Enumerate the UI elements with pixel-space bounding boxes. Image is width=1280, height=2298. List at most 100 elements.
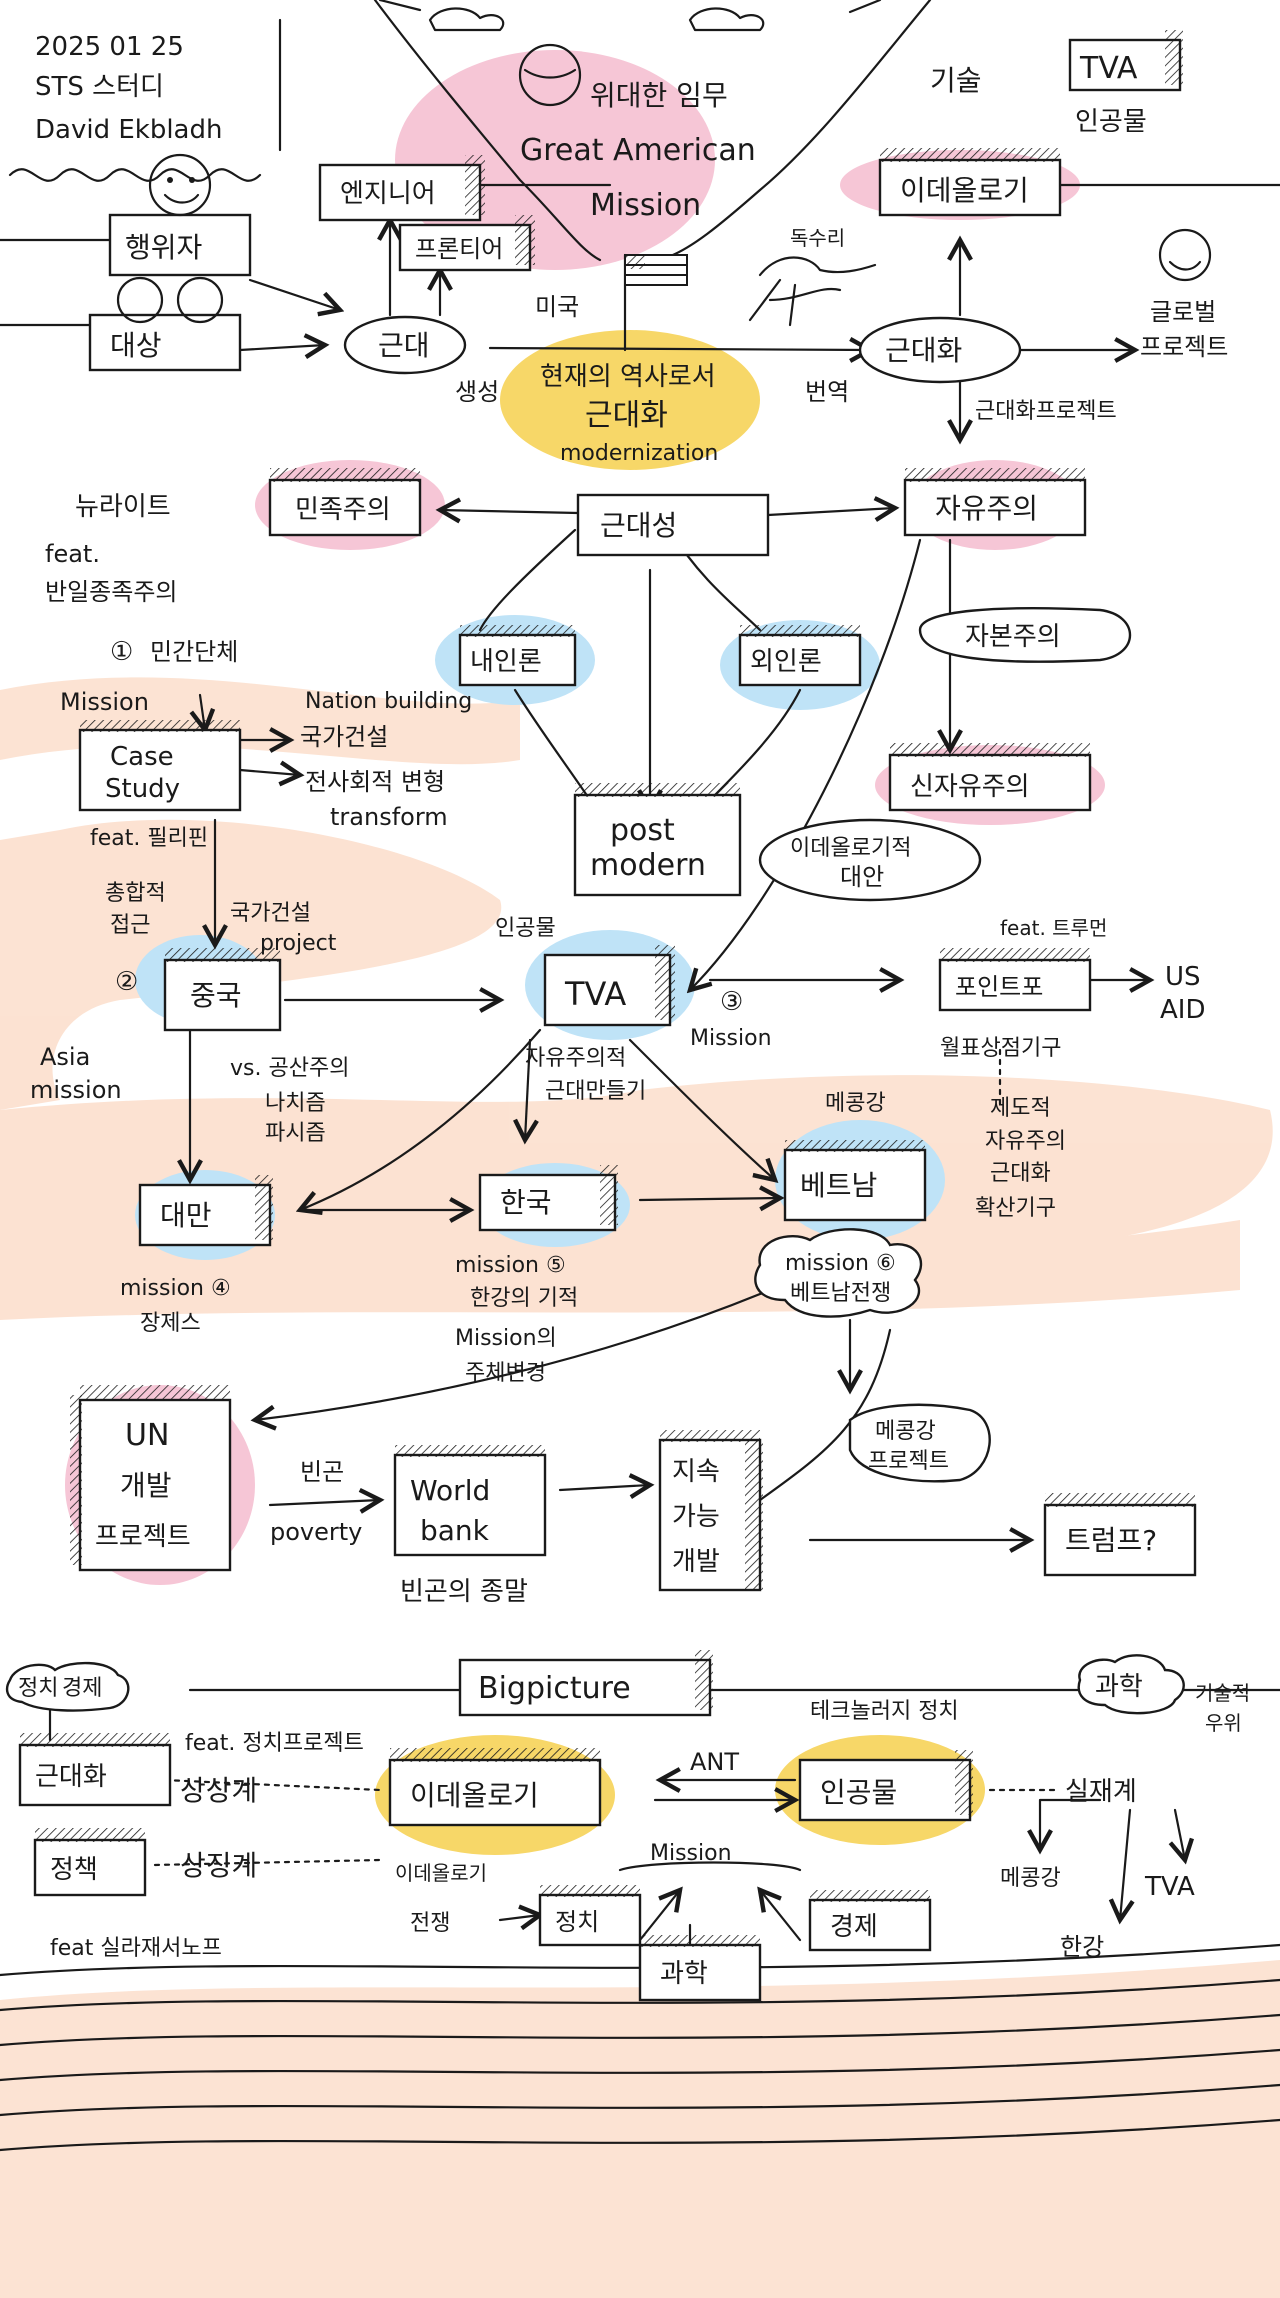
label-hangang-bottom: 한강 [1060, 1933, 1104, 1961]
label-vs3: 파시즘 [265, 1121, 326, 1146]
label-feat-philippines: feat. 필리핀 [90, 826, 208, 851]
bottom-wave-lines [0, 1943, 1280, 2152]
node-modernization-main: 현재의 역사로서 [540, 362, 716, 392]
header-study: STS 스터디 [35, 72, 164, 102]
label-poverty-en: poverty [270, 1518, 362, 1546]
label-mission3: Mission [690, 1026, 772, 1051]
node-global-project1: 글로벌 [1150, 298, 1216, 326]
label-mission3-num: ③ [720, 987, 743, 1017]
node-neoliberalism: 신자유주의 [910, 772, 1030, 802]
label-ideology-war1: 이데올로기 [395, 1861, 487, 1885]
node-case-study2: Study [105, 774, 180, 804]
node-capitalism: 자본주의 [965, 622, 1061, 652]
label-ant: ANT [690, 1748, 739, 1776]
node-china: 중국 [190, 979, 242, 1012]
node-big-picture: Bigpicture [478, 1671, 631, 1706]
label-nation-building-ko: 국가건설 [300, 723, 388, 751]
label-chiang: 장제스 [140, 1311, 201, 1336]
node-un-dev3: 프로젝트 [95, 1522, 191, 1552]
node-mission1-en: Mission [60, 688, 149, 716]
node-trump: 트럼프? [1065, 1524, 1157, 1557]
node-engineer: 엔지니어 [340, 179, 436, 209]
node-internal: 내인론 [470, 647, 542, 677]
node-sustainable3: 개발 [672, 1547, 720, 1577]
node-sustainable2: 가능 [672, 1502, 720, 1532]
node-sustainable1: 지속 [672, 1457, 720, 1487]
label-mission-bottom: Mission [650, 1841, 732, 1866]
label-tech-feat1: 기술적 [1195, 1681, 1250, 1705]
label-mission4: mission ④ [120, 1276, 231, 1301]
node-vietnam: 베트남 [800, 1169, 877, 1202]
label-mekong-bottom: 메콩강 [1000, 1866, 1061, 1891]
node-science-box: 과학 [660, 1959, 708, 1989]
node-target: 대상 [110, 329, 162, 362]
label-symbolic: 상징계 [180, 1849, 257, 1882]
node-policy: 정책 [50, 1855, 98, 1885]
node-liberalism: 자유주의 [935, 492, 1038, 525]
label-modernization-project: 근대화프로젝트 [975, 399, 1117, 424]
label-prosper: 번역 [805, 378, 849, 406]
node-mission1-num: ① [110, 637, 133, 667]
node-politics-econ1: 정치 [18, 1676, 58, 1701]
label-usaid2: AID [1160, 995, 1205, 1025]
label-national-project1: 국가건설 [230, 901, 311, 926]
header-author: David Ekbladh [35, 115, 222, 145]
label-vs1: vs. 공산주의 [230, 1056, 349, 1081]
label-asia-mission1: Asia [40, 1043, 90, 1071]
node-ideology-top: 이데올로기 [900, 174, 1029, 207]
label-creation: 생성 [455, 378, 499, 406]
node-agent: 행위자 [125, 231, 202, 264]
label-poverty-ko: 빈곤 [300, 1458, 344, 1486]
mission-title-en1: Great American [520, 133, 756, 168]
label-feat-jasanoff: feat 실라재서노프 [50, 1936, 222, 1961]
node-mekong-project2: 프로젝트 [868, 1449, 949, 1474]
label-usaid1: US [1165, 962, 1201, 992]
label-mission-subject1: Mission의 [455, 1326, 557, 1351]
node-mission1-title: 민간단체 [150, 638, 238, 666]
node-frontier: 프론티어 [415, 235, 503, 263]
label-feat-anti-jp2: 반일종족주의 [45, 578, 177, 606]
label-liberal-modern2: 근대만들기 [545, 1079, 646, 1104]
label-national-project2: project [260, 931, 337, 956]
node-politics-econ2: 경제 [62, 1676, 102, 1701]
background-bands [0, 677, 1280, 2298]
label-tech-feat2: 우위 [1205, 1711, 1242, 1735]
node-point-four: 포인트포 [955, 973, 1043, 1001]
label-feat-anti-jp1: feat. [45, 540, 100, 568]
agent-face-icon [148, 153, 212, 217]
node-ideology-bottom: 이데올로기 [410, 1779, 539, 1812]
node-modernization-main2: 근대화 [585, 398, 668, 433]
eagle-icon [748, 256, 877, 327]
node-modernization-bottom: 근대화 [35, 1762, 107, 1792]
node-boxes [18, 30, 1197, 2002]
node-modern: 근대 [378, 329, 430, 362]
eagle-label: 독수리 [790, 226, 845, 250]
target-faces-icon [116, 276, 224, 324]
node-science-cloud: 과학 [1095, 1672, 1143, 1702]
node-mission2-num: ② [115, 967, 138, 997]
label-mission6: mission ⑥ [785, 1251, 896, 1276]
flag-label: 미국 [535, 293, 579, 321]
label-feat-politics: feat. 정치프로젝트 [185, 1731, 364, 1756]
node-tva-center: TVA [564, 975, 626, 1013]
label-mission5: mission ⑤ [455, 1253, 566, 1278]
label-tva-bottom: TVA [1144, 1872, 1195, 1902]
label-asia-mission2: mission [30, 1076, 122, 1104]
node-tech-top: 기술 [930, 64, 982, 97]
label-holistic2: 접근 [110, 913, 150, 938]
label-institutional2: 자유주의 [985, 1129, 1066, 1154]
global-face-icon [1158, 228, 1212, 282]
node-artifact-top: 인공물 [1075, 107, 1147, 137]
label-ideology-war2: 전쟁 [410, 1911, 450, 1936]
node-postmodern1: post [610, 813, 675, 848]
label-mission-subject2: 주체변경 [465, 1361, 546, 1386]
label-new-right: 뉴라이트 [75, 492, 171, 522]
node-mekong-project1: 메콩강 [875, 1419, 936, 1444]
label-liberal-modern1: 자유주의적 [525, 1046, 626, 1071]
label-transform-en: transform [330, 803, 448, 831]
mission-mountain [373, 0, 932, 262]
node-korea: 한국 [500, 1186, 552, 1219]
node-world-bank1: World [410, 1474, 490, 1507]
label-institutional4: 확산기구 [975, 1196, 1056, 1221]
label-world-peace: 월표상점기구 [940, 1036, 1061, 1061]
